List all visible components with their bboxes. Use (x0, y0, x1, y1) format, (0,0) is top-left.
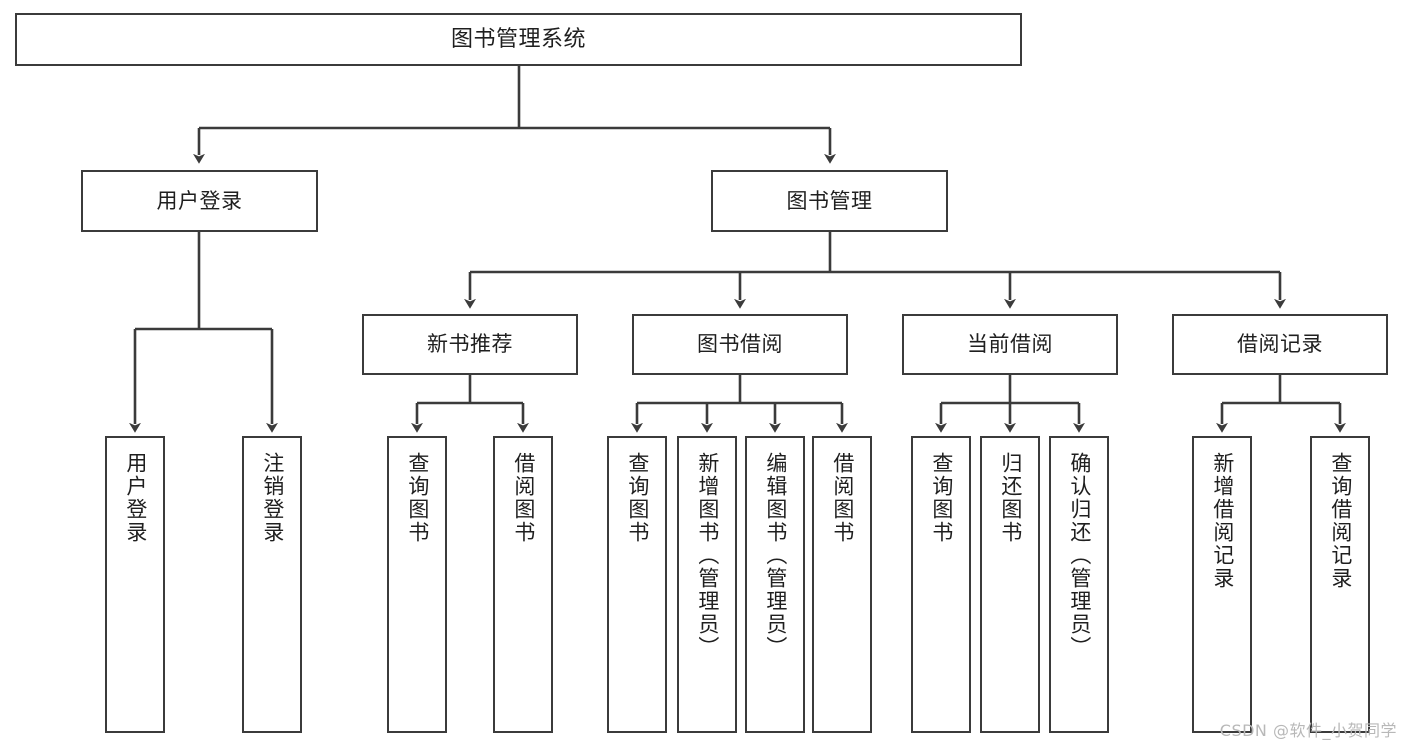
node-label: 图书管理 (786, 188, 873, 213)
leaf-query-book-1[interactable]: 查询图书 (387, 436, 447, 733)
leaf-return-book[interactable]: 归还图书 (980, 436, 1040, 733)
leaf-label: 编辑图书（管理员） (763, 452, 788, 659)
node-label: 当前借阅 (967, 332, 1053, 357)
node-label: 借阅记录 (1237, 332, 1323, 357)
leaf-label: 借阅图书 (830, 452, 855, 544)
node-label: 图书借阅 (697, 332, 783, 357)
leaf-label: 查询图书 (625, 452, 650, 544)
node-book-manage[interactable]: 图书管理 (711, 170, 948, 232)
node-book-borrow[interactable]: 图书借阅 (632, 314, 848, 375)
leaf-edit-book-admin[interactable]: 编辑图书（管理员） (745, 436, 805, 733)
node-root-system[interactable]: 图书管理系统 (15, 13, 1022, 66)
leaf-add-book-admin[interactable]: 新增图书（管理员） (677, 436, 737, 733)
leaf-label: 新增借阅记录 (1210, 452, 1235, 590)
watermark-text: CSDN @软件_小贺同学 (1219, 721, 1397, 740)
leaf-borrow-book-2[interactable]: 借阅图书 (812, 436, 872, 733)
leaf-label: 新增图书（管理员） (695, 452, 720, 659)
leaf-label: 确认归还（管理员） (1067, 452, 1092, 659)
leaf-add-borrow-record[interactable]: 新增借阅记录 (1192, 436, 1252, 733)
leaf-query-book-3[interactable]: 查询图书 (911, 436, 971, 733)
leaf-label: 借阅图书 (511, 452, 536, 544)
leaf-logout[interactable]: 注销登录 (242, 436, 302, 733)
node-label: 用户登录 (156, 188, 243, 213)
node-user-login[interactable]: 用户登录 (81, 170, 318, 232)
node-new-book-recommend[interactable]: 新书推荐 (362, 314, 578, 375)
leaf-borrow-book-1[interactable]: 借阅图书 (493, 436, 553, 733)
leaf-label: 查询借阅记录 (1328, 452, 1353, 590)
node-label: 图书管理系统 (450, 26, 586, 52)
node-label: 新书推荐 (427, 332, 513, 357)
node-borrow-record[interactable]: 借阅记录 (1172, 314, 1388, 375)
leaf-query-book-2[interactable]: 查询图书 (607, 436, 667, 733)
leaf-label: 归还图书 (998, 452, 1023, 544)
leaf-label: 查询图书 (929, 452, 954, 544)
leaf-label: 查询图书 (405, 452, 430, 544)
leaf-query-borrow-record[interactable]: 查询借阅记录 (1310, 436, 1370, 733)
node-current-borrow[interactable]: 当前借阅 (902, 314, 1118, 375)
leaf-label: 注销登录 (260, 452, 285, 544)
leaf-label: 用户登录 (123, 452, 148, 544)
leaf-user-login[interactable]: 用户登录 (105, 436, 165, 733)
leaf-confirm-return-admin[interactable]: 确认归还（管理员） (1049, 436, 1109, 733)
